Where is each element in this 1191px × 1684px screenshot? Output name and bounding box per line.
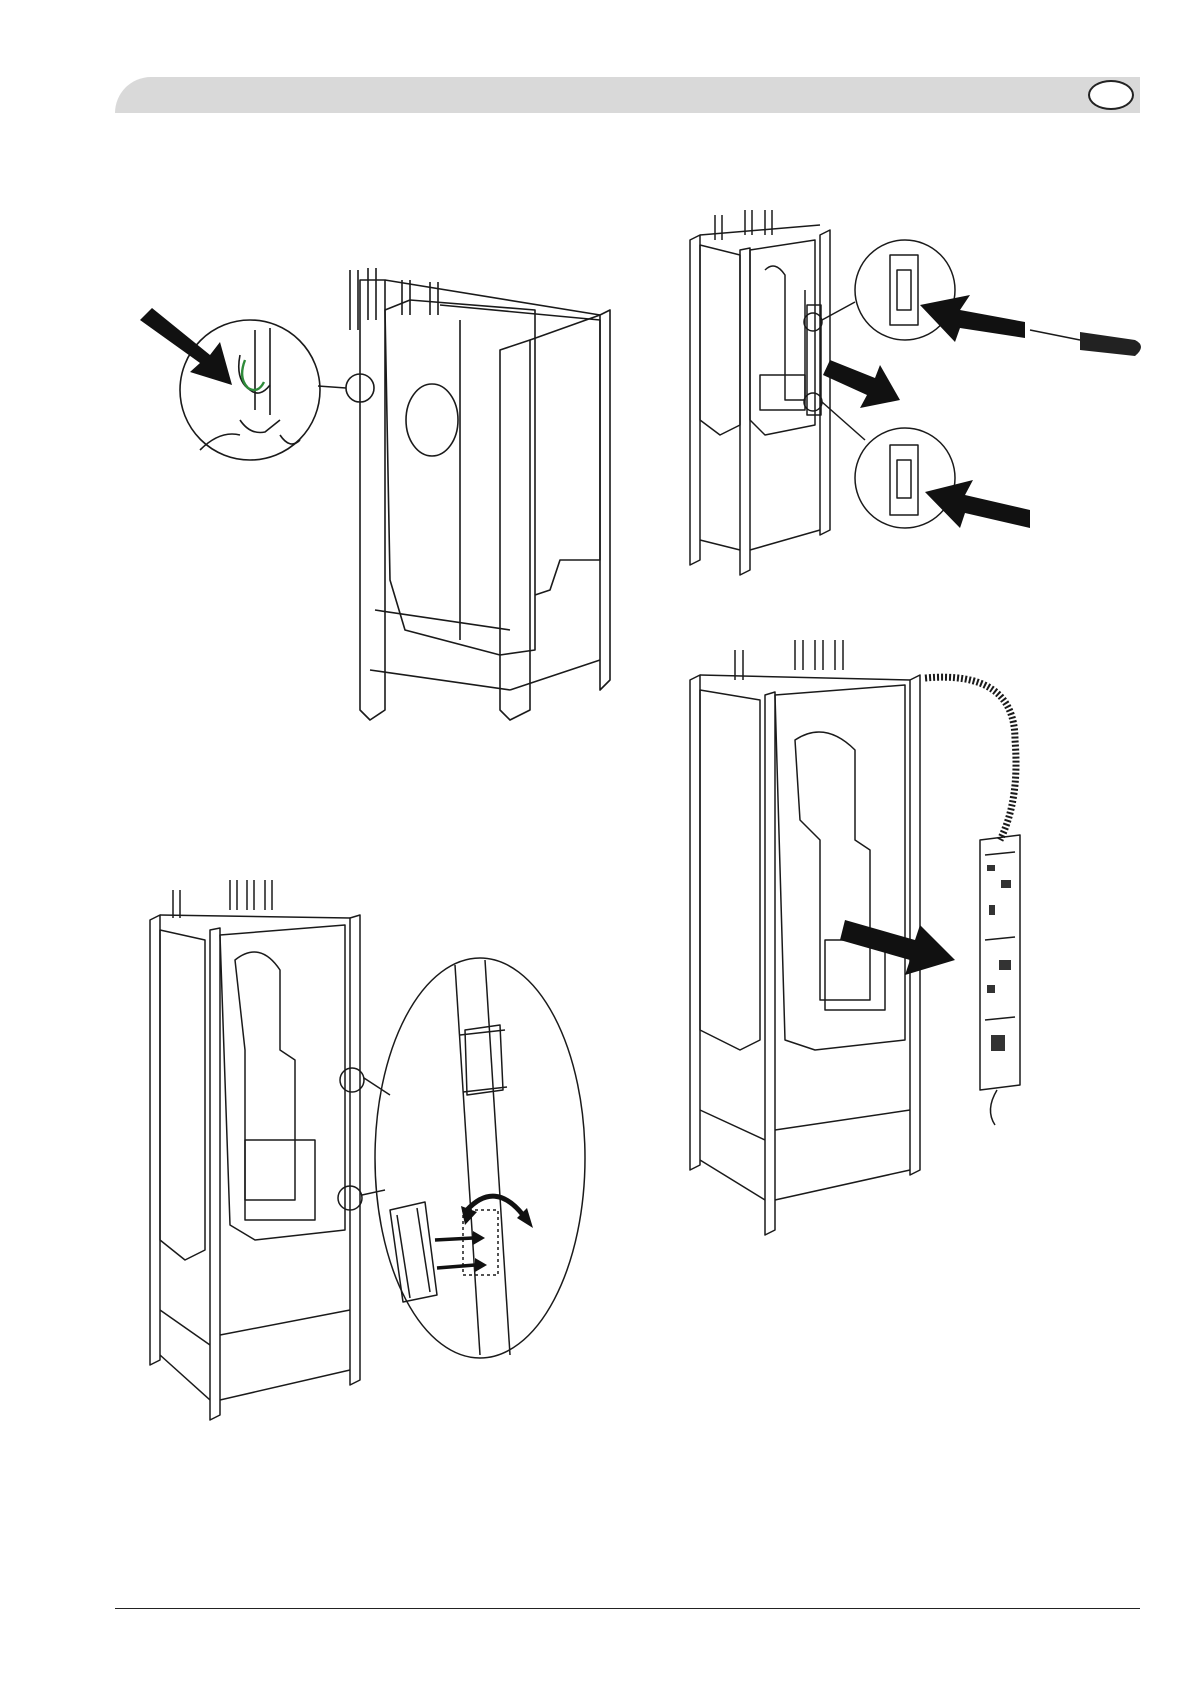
figure-3-control-box-out: [685, 640, 1065, 1240]
figure-4-bracket-mount: [145, 880, 615, 1440]
figure-1-cable-detail: [140, 260, 620, 800]
language-badge: [1088, 80, 1134, 110]
figure-4-drawing: [145, 880, 615, 1440]
figure-2-control-box-release: [685, 210, 1155, 580]
figure-1-drawing: [140, 260, 620, 800]
figure-3-drawing: [685, 640, 1065, 1240]
footer-rule: [115, 1608, 1140, 1609]
figure-2-drawing: [685, 210, 1155, 580]
header-band: [115, 77, 1140, 113]
